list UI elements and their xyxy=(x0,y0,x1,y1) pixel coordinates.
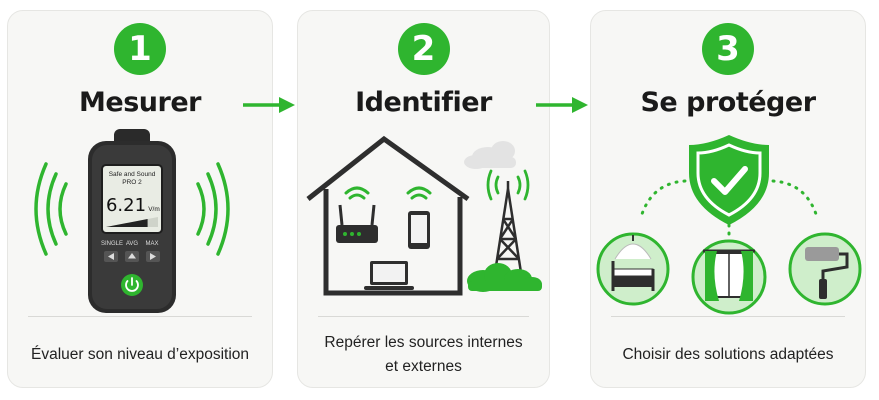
mode-label-max: MAX xyxy=(145,241,158,247)
mode-label-single: SINGLE xyxy=(101,241,123,247)
canopy-bed-icon xyxy=(596,232,670,306)
meter-brand-line2: PRO 2 xyxy=(122,179,142,186)
step-card-identify: 2 Identifier xyxy=(297,10,550,388)
step-number-badge: 1 xyxy=(114,23,166,75)
step-title: Mesurer xyxy=(79,87,201,118)
step-card-measure: 1 Mesurer Safe and Sound PRO 2 6.2 xyxy=(7,10,273,388)
step-caption: Évaluer son niveau d’exposition xyxy=(31,346,249,363)
bush-icon xyxy=(467,263,542,292)
divider xyxy=(318,316,529,317)
arrow-right-icon xyxy=(243,97,295,113)
router-icon xyxy=(336,204,378,243)
caption-line-2: et externes xyxy=(385,358,462,375)
caption-line-1: Repérer les sources internes xyxy=(324,334,523,351)
protection-illustration xyxy=(591,129,865,319)
step-number-badge: 3 xyxy=(702,23,754,75)
house-icon xyxy=(306,135,470,296)
cell-tower-icon xyxy=(492,181,524,280)
divider xyxy=(28,316,252,317)
mode-label-avg: AVG xyxy=(126,241,139,247)
step-title: Se protéger xyxy=(640,87,816,118)
paint-roller-icon xyxy=(788,232,862,306)
shield-check-icon xyxy=(689,135,769,225)
step-caption: Choisir des solutions adaptées xyxy=(622,346,834,363)
wifi-icon xyxy=(344,186,370,200)
cloud-icon xyxy=(464,141,516,169)
divider xyxy=(611,316,845,317)
step-title: Identifier xyxy=(355,87,492,118)
step-caption: Repérer les sources internes et externes xyxy=(310,331,537,379)
arrow-right-icon xyxy=(536,97,588,113)
house-sources-illustration xyxy=(298,129,549,319)
laptop-icon xyxy=(364,261,414,290)
smartphone-icon xyxy=(408,211,430,249)
signal-waves-left-icon xyxy=(34,162,68,256)
meter-reading: 6.21 xyxy=(106,195,146,216)
signal-waves-right-icon xyxy=(196,162,230,256)
meter-brand-line1: Safe and Sound xyxy=(109,171,156,178)
meter-level-bar xyxy=(106,219,148,227)
step-card-protect: 3 Se protéger xyxy=(590,10,866,388)
emf-meter-illustration: Safe and Sound PRO 2 6.21 V/m SINGLE AVG… xyxy=(8,129,272,319)
meter-unit: V/m xyxy=(148,206,160,213)
step-number-badge: 2 xyxy=(397,23,450,75)
curtain-window-icon xyxy=(691,239,767,315)
